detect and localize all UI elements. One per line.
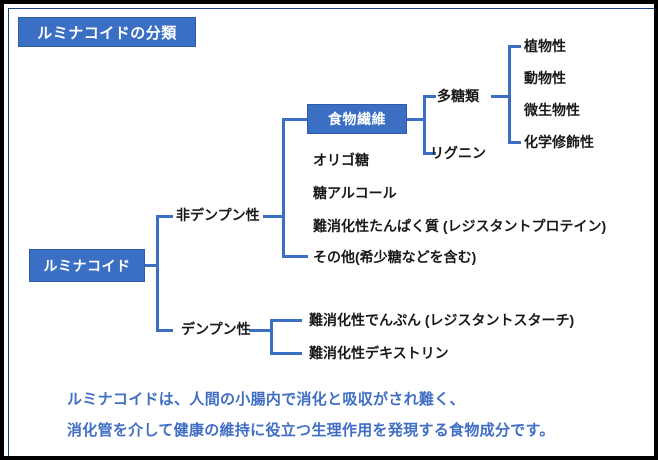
node-oligosaccharide: オリゴ糖 (313, 152, 369, 168)
caption-line-1: ルミナコイドは、人間の小腸内で消化と吸収がされ難く、 (67, 391, 465, 408)
connector-to-starch (156, 329, 173, 332)
node-animal-origin: 動物性 (524, 70, 566, 86)
node-non-starch: 非デンプン性 (176, 207, 260, 223)
connector-to-resistant-dextrin (270, 352, 302, 355)
caption-line-2: 消化管を介して健康の維持に役立つ生理作用を発現する食物成分です。 (67, 422, 555, 439)
connector-to-non-starch (156, 215, 173, 218)
connector-to-others (282, 255, 308, 258)
node-resistant-protein: 難消化性たんぱく質 (レジスタントプロテイン) (313, 218, 607, 234)
node-starch: デンプン性 (181, 321, 251, 337)
connector-to-polysaccharide (423, 95, 436, 98)
node-sugar-alcohol: 糖アルコール (313, 185, 397, 201)
diagram-inner-frame: ルミナコイドの分類 (8, 8, 654, 456)
node-chemically-modified: 化学修飾性 (524, 134, 594, 150)
node-resistant-dextrin: 難消化性デキストリン (309, 345, 449, 361)
node-luminacoid-root: ルミナコイド (29, 249, 145, 282)
diagram-title: ルミナコイドの分類 (18, 17, 196, 47)
connector-non-starch-stub (263, 215, 285, 218)
connector-non-starch-bracket (282, 119, 285, 257)
connector-polysaccharide-stub (491, 95, 511, 98)
connector-polysaccharide-bracket (508, 45, 511, 144)
node-plant-origin: 植物性 (524, 38, 566, 54)
node-dietary-fiber: 食物繊維 (307, 104, 407, 134)
node-polysaccharide: 多糖類 (437, 88, 479, 104)
connector-to-lignin (423, 152, 436, 155)
connector-starch-bracket (270, 319, 273, 355)
node-other-rare-sugars: その他(希少糖などを含む) (313, 249, 477, 265)
node-microbial-origin: 微生物性 (524, 102, 580, 118)
connector-to-resistant-starch (270, 319, 302, 322)
connector-to-plant (508, 45, 521, 48)
connector-root-stub (141, 264, 159, 267)
connector-to-fiber (282, 118, 308, 121)
connector-main-trunk (156, 215, 159, 332)
connector-starch-stub (249, 329, 273, 332)
connector-fiber-stub (406, 118, 426, 121)
node-lignin: リグニン (430, 145, 486, 161)
node-resistant-starch: 難消化性でんぷん (レジスタントスターチ) (309, 312, 575, 328)
connector-fiber-bracket (423, 95, 426, 155)
connector-to-chemical (508, 141, 521, 144)
